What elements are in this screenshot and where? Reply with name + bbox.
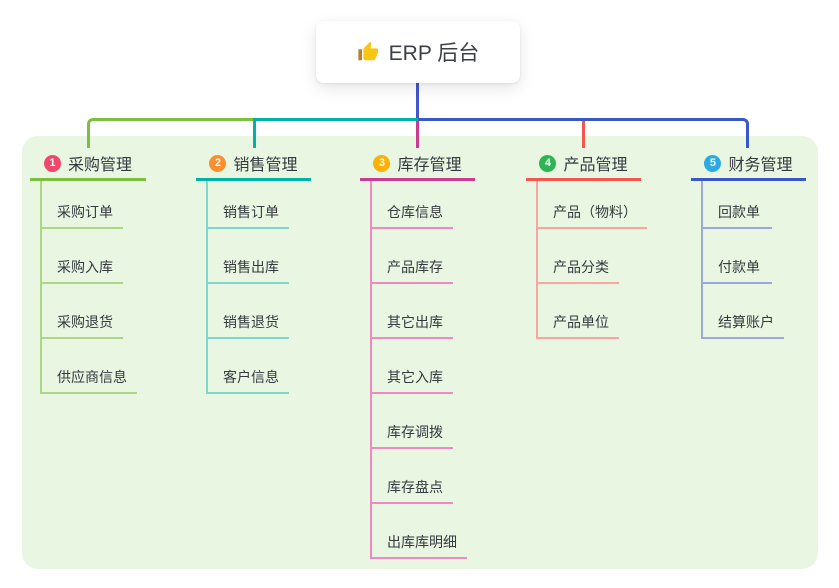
branch-children: 销售订单销售出库销售退货客户信息 bbox=[206, 181, 289, 394]
child-node[interactable]: 仓库信息 bbox=[372, 181, 453, 229]
branch-number-badge: 5 bbox=[704, 154, 722, 172]
child-node[interactable]: 产品库存 bbox=[372, 229, 453, 284]
branch-1: 1 采购管理 采购订单采购入库采购退货供应商信息 bbox=[30, 148, 146, 394]
branch-header[interactable]: 2 销售管理 bbox=[196, 148, 311, 181]
branch-number-badge: 2 bbox=[209, 154, 227, 172]
child-node[interactable]: 销售出库 bbox=[208, 229, 289, 284]
branch-header[interactable]: 3 库存管理 bbox=[360, 148, 475, 181]
child-node[interactable]: 采购退货 bbox=[42, 284, 123, 339]
child-node[interactable]: 出库库明细 bbox=[372, 504, 467, 559]
child-node[interactable]: 采购入库 bbox=[42, 229, 123, 284]
branch-children: 仓库信息产品库存其它出库其它入库库存调拨库存盘点出库库明细 bbox=[370, 181, 467, 559]
child-node[interactable]: 付款单 bbox=[703, 229, 772, 284]
branch-children: 回款单付款单结算账户 bbox=[701, 181, 784, 339]
branch-3: 3 库存管理 仓库信息产品库存其它出库其它入库库存调拨库存盘点出库库明细 bbox=[360, 148, 475, 559]
child-node[interactable]: 供应商信息 bbox=[42, 339, 137, 394]
branch-4: 4 产品管理 产品（物料）产品分类产品单位 bbox=[526, 148, 647, 339]
child-node[interactable]: 客户信息 bbox=[208, 339, 289, 394]
branch-number-badge: 3 bbox=[373, 154, 391, 172]
child-node[interactable]: 其它出库 bbox=[372, 284, 453, 339]
child-node[interactable]: 采购订单 bbox=[42, 181, 123, 229]
connector-root-vertical bbox=[416, 82, 419, 119]
connector-drop-branch3 bbox=[416, 121, 419, 148]
branch-5: 5 财务管理 回款单付款单结算账户 bbox=[691, 148, 806, 339]
branches-background-panel bbox=[22, 136, 818, 569]
branch-label: 产品管理 bbox=[563, 157, 628, 174]
child-node[interactable]: 销售退货 bbox=[208, 284, 289, 339]
branch-number-badge: 1 bbox=[43, 154, 61, 172]
branch-header[interactable]: 4 产品管理 bbox=[526, 148, 641, 181]
child-node[interactable]: 回款单 bbox=[703, 181, 772, 229]
child-node[interactable]: 库存调拨 bbox=[372, 394, 453, 449]
branch-2: 2 销售管理 销售订单销售出库销售退货客户信息 bbox=[196, 148, 311, 394]
child-node[interactable]: 结算账户 bbox=[703, 284, 784, 339]
thumbs-up-icon bbox=[357, 41, 379, 63]
child-node[interactable]: 销售订单 bbox=[208, 181, 289, 229]
connector-rail-branch2 bbox=[253, 118, 418, 148]
root-title: ERP 后台 bbox=[388, 42, 480, 65]
child-node[interactable]: 其它入库 bbox=[372, 339, 453, 394]
child-node[interactable]: 产品单位 bbox=[538, 284, 619, 339]
connector-drop-branch4 bbox=[582, 121, 585, 148]
branch-children: 采购订单采购入库采购退货供应商信息 bbox=[40, 181, 137, 394]
branch-label: 库存管理 bbox=[397, 157, 462, 174]
branch-label: 财务管理 bbox=[728, 157, 793, 174]
connector-rail-branch5 bbox=[418, 118, 749, 148]
branch-label: 采购管理 bbox=[67, 157, 132, 174]
child-node[interactable]: 库存盘点 bbox=[372, 449, 453, 504]
child-node[interactable]: 产品分类 bbox=[538, 229, 619, 284]
branch-label: 销售管理 bbox=[233, 157, 298, 174]
branch-header[interactable]: 1 采购管理 bbox=[30, 148, 146, 181]
child-node[interactable]: 产品（物料） bbox=[538, 181, 647, 229]
root-node[interactable]: ERP 后台 bbox=[316, 21, 520, 83]
branch-children: 产品（物料）产品分类产品单位 bbox=[536, 181, 647, 339]
branch-number-badge: 4 bbox=[539, 154, 557, 172]
connector-rail-branch1 bbox=[87, 118, 253, 148]
branch-header[interactable]: 5 财务管理 bbox=[691, 148, 806, 181]
